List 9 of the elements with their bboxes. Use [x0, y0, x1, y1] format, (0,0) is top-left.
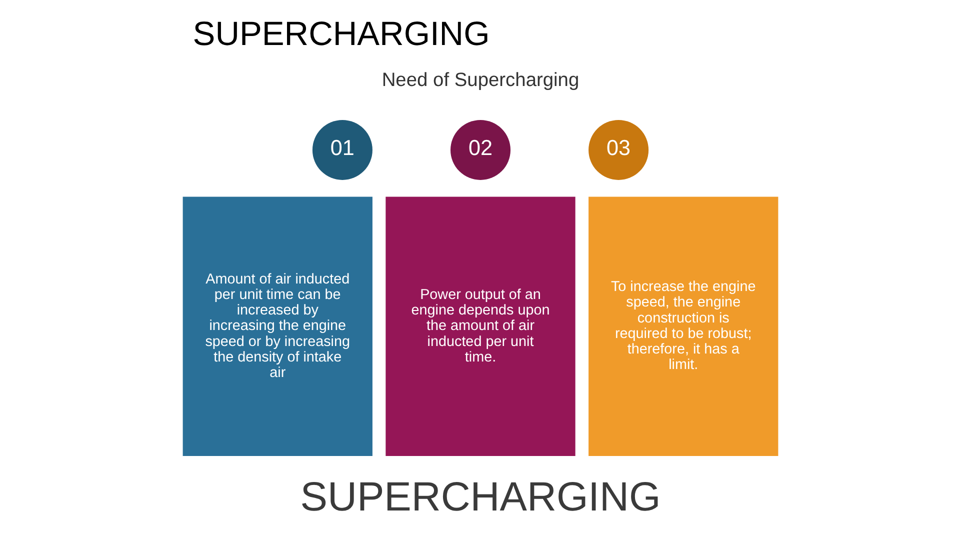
- node-circle: 02: [450, 120, 510, 180]
- label: SUPERCHARGING: [300, 473, 660, 520]
- node-circle: 01: [312, 120, 372, 180]
- diagram-title: SUPERCHARGING: [192, 16, 490, 53]
- node-box: Power output of an engine depends upon the amount of air inducted per unit time.: [385, 196, 575, 456]
- node-circle: 03: [588, 120, 648, 180]
- label: Need of Supercharging: [381, 70, 579, 92]
- node-box: Amount of air inducted per unit time can be increased by increasing the engine speed or by increasing the density of intake air: [182, 196, 372, 456]
- node-box: To increase the engine speed, the engine construction is required to be robust; therefore, it has a limit.: [588, 196, 778, 456]
